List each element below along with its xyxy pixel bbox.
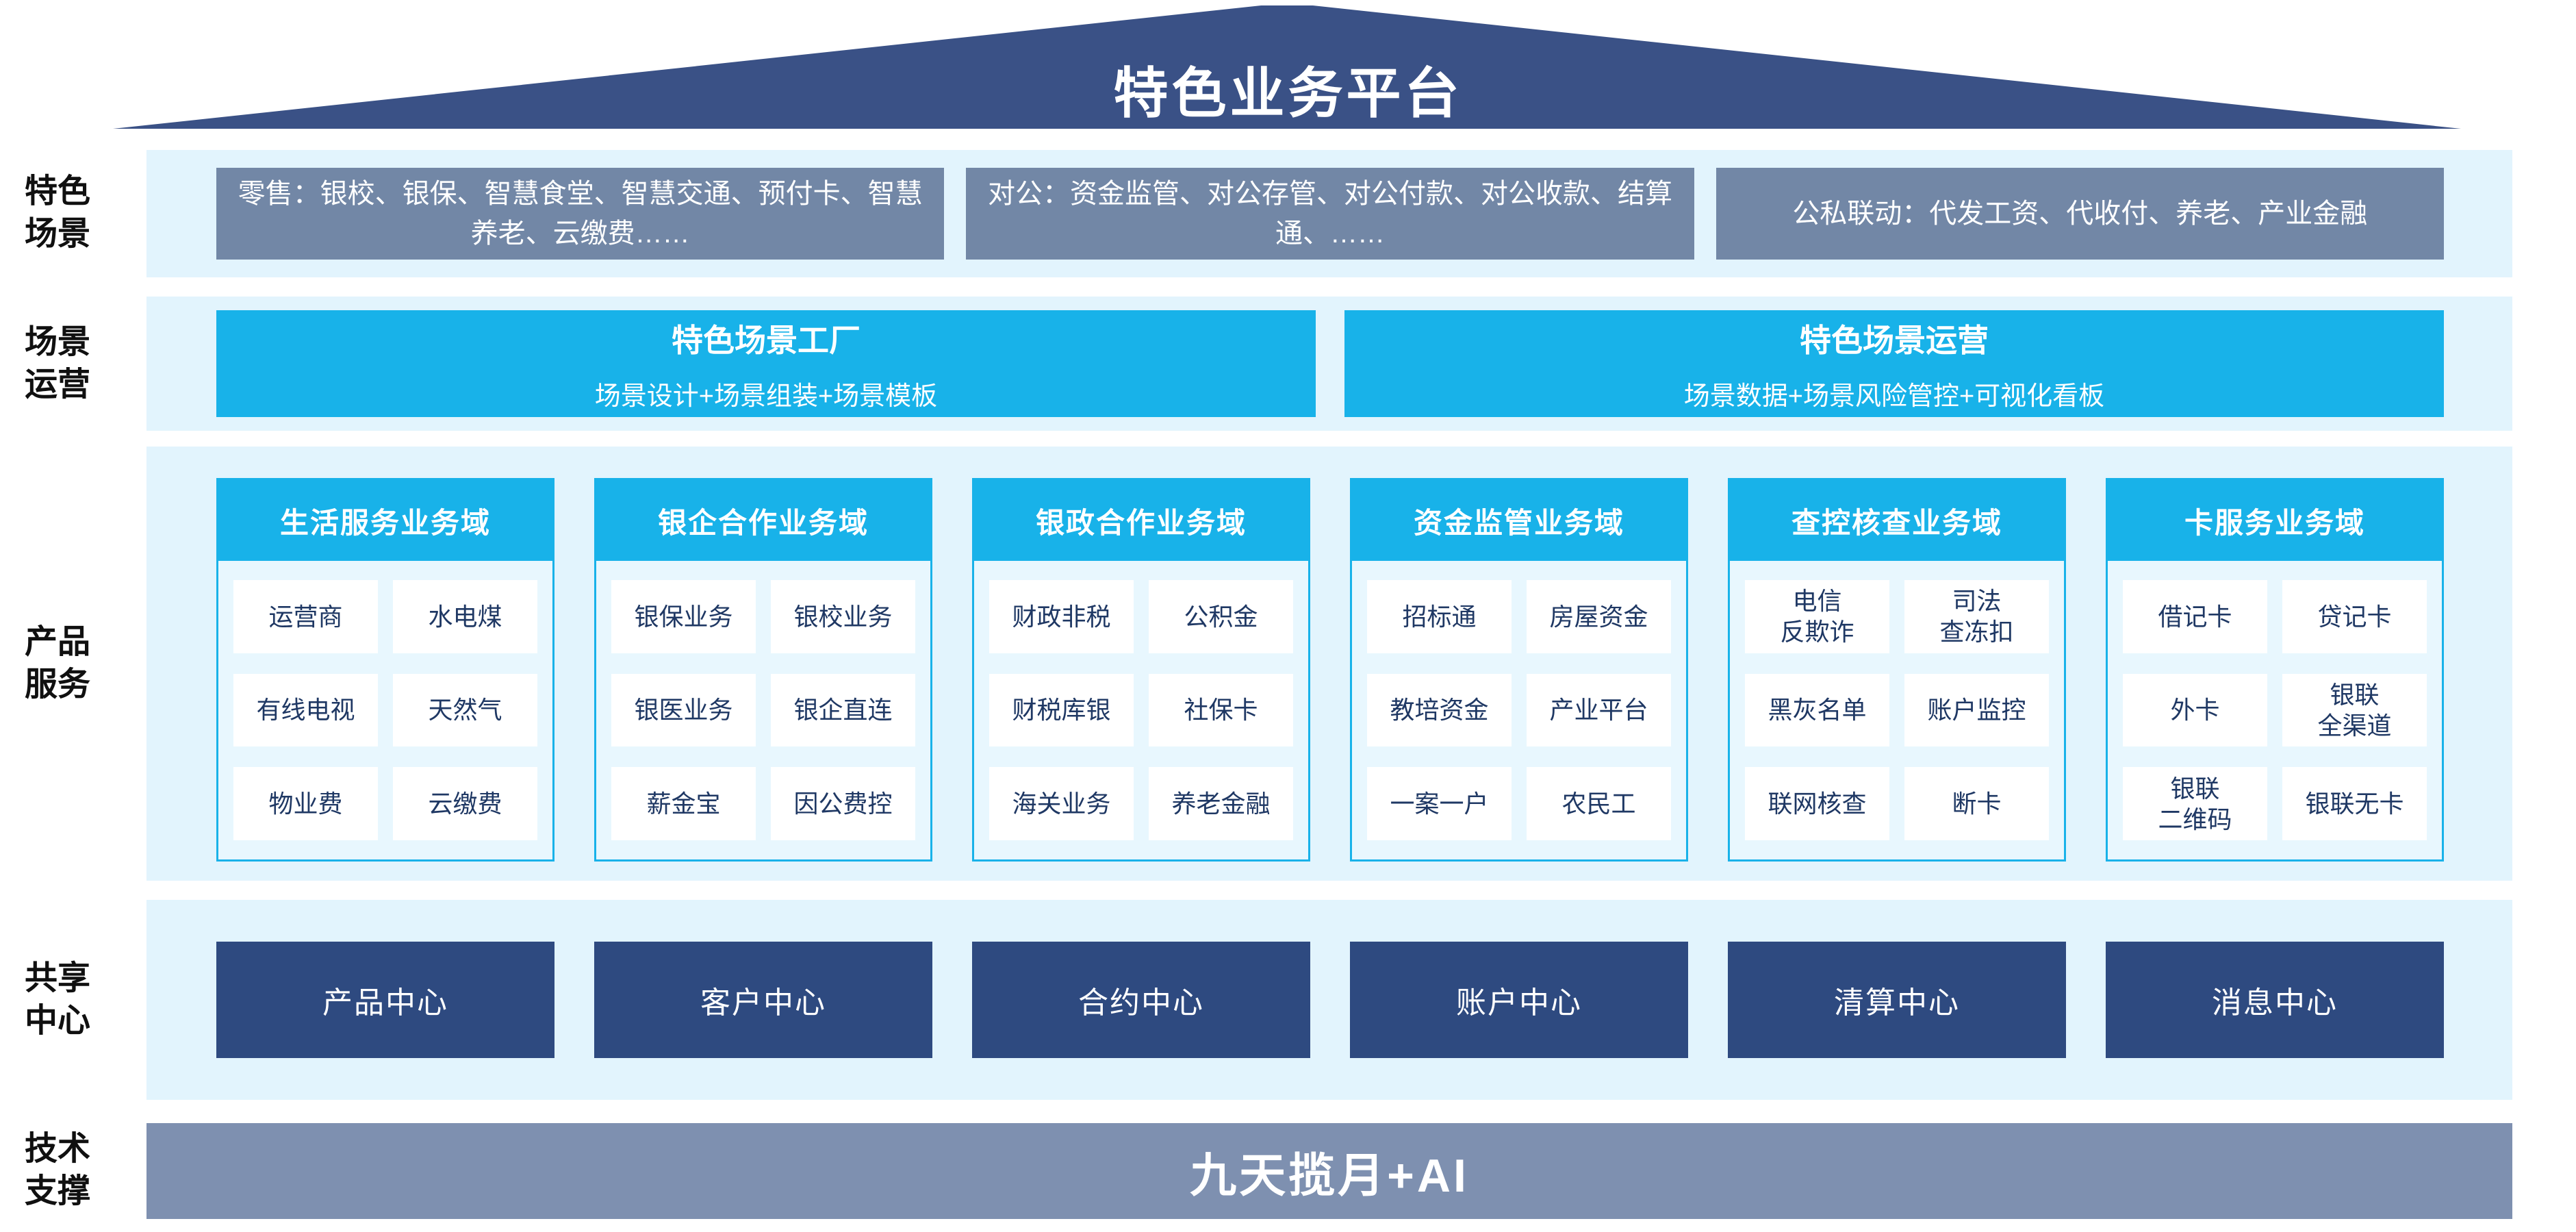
op-box-subtitle: 场景设计+场景组装+场景模板 — [594, 381, 938, 411]
domain-item: 房屋资金 — [1527, 580, 1671, 653]
domain-item: 司法 查冻扣 — [1904, 580, 2049, 653]
op-box-scene-operation: 特色场景运营 场景数据+场景风险管控+可视化看板 — [1344, 310, 2444, 417]
domain-card-services: 卡服务业务域 借记卡 贷记卡 外卡 银联 全渠道 银联 二维码 银联无卡 — [2106, 478, 2444, 862]
domain-item: 教培资金 — [1367, 673, 1512, 747]
domain-item: 银联 二维码 — [2123, 767, 2267, 840]
domain-body: 招标通 房屋资金 教培资金 产业平台 一案一户 农民工 — [1352, 561, 1686, 859]
center-box-customer: 客户中心 — [594, 942, 932, 1058]
op-box-subtitle: 场景数据+场景风险管控+可视化看板 — [1683, 381, 2105, 411]
domain-item: 运营商 — [233, 580, 378, 653]
domain-item: 银校业务 — [771, 580, 915, 653]
domain-item: 公积金 — [1149, 580, 1293, 653]
domain-item: 账户监控 — [1904, 673, 2049, 747]
row-label-centers: 共享中心 — [24, 960, 90, 1040]
domain-body: 借记卡 贷记卡 外卡 银联 全渠道 银联 二维码 银联无卡 — [2108, 561, 2442, 859]
domain-item: 社保卡 — [1149, 673, 1293, 747]
center-box-contract: 合约中心 — [972, 942, 1310, 1058]
domain-bank-government: 银政合作业务域 财政非税 公积金 财税库银 社保卡 海关业务 养老金融 — [972, 478, 1310, 862]
domain-item: 农民工 — [1527, 767, 1671, 840]
domain-bank-enterprise: 银企合作业务域 银保业务 银校业务 银医业务 银企直连 薪金宝 因公费控 — [594, 478, 932, 862]
op-box-title: 特色场景运营 — [1800, 322, 1989, 358]
domain-item: 天然气 — [393, 673, 537, 747]
scene-box-corporate: 对公：资金监管、对公存管、对公付款、对公收款、结算通、…… — [966, 168, 1694, 260]
domain-item: 黑灰名单 — [1745, 673, 1889, 747]
domain-item: 薪金宝 — [611, 767, 756, 840]
row-label-tech: 技术支撑 — [24, 1131, 90, 1210]
domain-header: 资金监管业务域 — [1352, 480, 1686, 561]
center-box-product: 产品中心 — [216, 942, 554, 1058]
domain-item: 产业平台 — [1527, 673, 1671, 747]
domain-item: 水电煤 — [393, 580, 537, 653]
center-box-clearing: 清算中心 — [1728, 942, 2066, 1058]
domain-body: 电信 反欺诈 司法 查冻扣 黑灰名单 账户监控 联网核查 断卡 — [1730, 561, 2064, 859]
domain-header: 银企合作业务域 — [596, 480, 930, 561]
row-label-products: 产品服务 — [24, 624, 90, 703]
domain-item: 银保业务 — [611, 580, 756, 653]
domain-item: 有线电视 — [233, 673, 378, 747]
domain-item: 银医业务 — [611, 673, 756, 747]
domain-item: 外卡 — [2123, 673, 2267, 747]
domain-item: 银联 全渠道 — [2282, 673, 2427, 747]
domain-item: 财税库银 — [989, 673, 1134, 747]
domain-item: 银联无卡 — [2282, 767, 2427, 840]
domain-body: 财政非税 公积金 财税库银 社保卡 海关业务 养老金融 — [974, 561, 1308, 859]
domain-item: 物业费 — [233, 767, 378, 840]
op-box-title: 特色场景工厂 — [672, 322, 860, 358]
row-label-operations: 场景运营 — [24, 324, 90, 403]
domain-header: 查控核查业务域 — [1730, 480, 2064, 561]
page-title: 特色业务平台 — [1113, 63, 1463, 124]
domain-header: 银政合作业务域 — [974, 480, 1308, 561]
domain-inquiry-verification: 查控核查业务域 电信 反欺诈 司法 查冻扣 黑灰名单 账户监控 联网核查 断卡 — [1728, 478, 2066, 862]
domain-item: 贷记卡 — [2282, 580, 2427, 653]
op-box-scene-factory: 特色场景工厂 场景设计+场景组装+场景模板 — [216, 310, 1316, 417]
tech-support-bar: 九天揽月+AI — [146, 1123, 2512, 1219]
center-box-account: 账户中心 — [1350, 942, 1688, 1058]
scene-box-retail: 零售：银校、银保、智慧食堂、智慧交通、预付卡、智慧养老、云缴费…… — [216, 168, 945, 260]
domain-item: 电信 反欺诈 — [1745, 580, 1889, 653]
scene-box-public-private: 公私联动：代发工资、代收付、养老、产业金融 — [1716, 168, 2444, 260]
domain-fund-supervision: 资金监管业务域 招标通 房屋资金 教培资金 产业平台 一案一户 农民工 — [1350, 478, 1688, 862]
domain-item: 招标通 — [1367, 580, 1512, 653]
domain-item: 联网核查 — [1745, 767, 1889, 840]
domain-item: 云缴费 — [393, 767, 537, 840]
products-band: 生活服务业务域 运营商 水电煤 有线电视 天然气 物业费 云缴费 银企合作业务域… — [146, 447, 2512, 881]
center-box-message: 消息中心 — [2106, 942, 2444, 1058]
operations-band: 特色场景工厂 场景设计+场景组装+场景模板 特色场景运营 场景数据+场景风险管控… — [146, 297, 2512, 431]
domain-item: 借记卡 — [2123, 580, 2267, 653]
domain-header: 生活服务业务域 — [218, 480, 552, 561]
domain-item: 因公费控 — [771, 767, 915, 840]
domain-item: 养老金融 — [1149, 767, 1293, 840]
centers-band: 产品中心 客户中心 合约中心 账户中心 清算中心 消息中心 — [146, 900, 2512, 1100]
domain-body: 运营商 水电煤 有线电视 天然气 物业费 云缴费 — [218, 561, 552, 859]
domain-item: 银企直连 — [771, 673, 915, 747]
domain-item: 断卡 — [1904, 767, 2049, 840]
domain-item: 财政非税 — [989, 580, 1134, 653]
domain-item: 海关业务 — [989, 767, 1134, 840]
row-label-scenes: 特色场景 — [24, 173, 90, 253]
scenes-band: 零售：银校、银保、智慧食堂、智慧交通、预付卡、智慧养老、云缴费…… 对公：资金监… — [146, 150, 2512, 277]
domain-item: 一案一户 — [1367, 767, 1512, 840]
domain-header: 卡服务业务域 — [2108, 480, 2442, 561]
domain-body: 银保业务 银校业务 银医业务 银企直连 薪金宝 因公费控 — [596, 561, 930, 859]
domain-life-services: 生活服务业务域 运营商 水电煤 有线电视 天然气 物业费 云缴费 — [216, 478, 554, 862]
